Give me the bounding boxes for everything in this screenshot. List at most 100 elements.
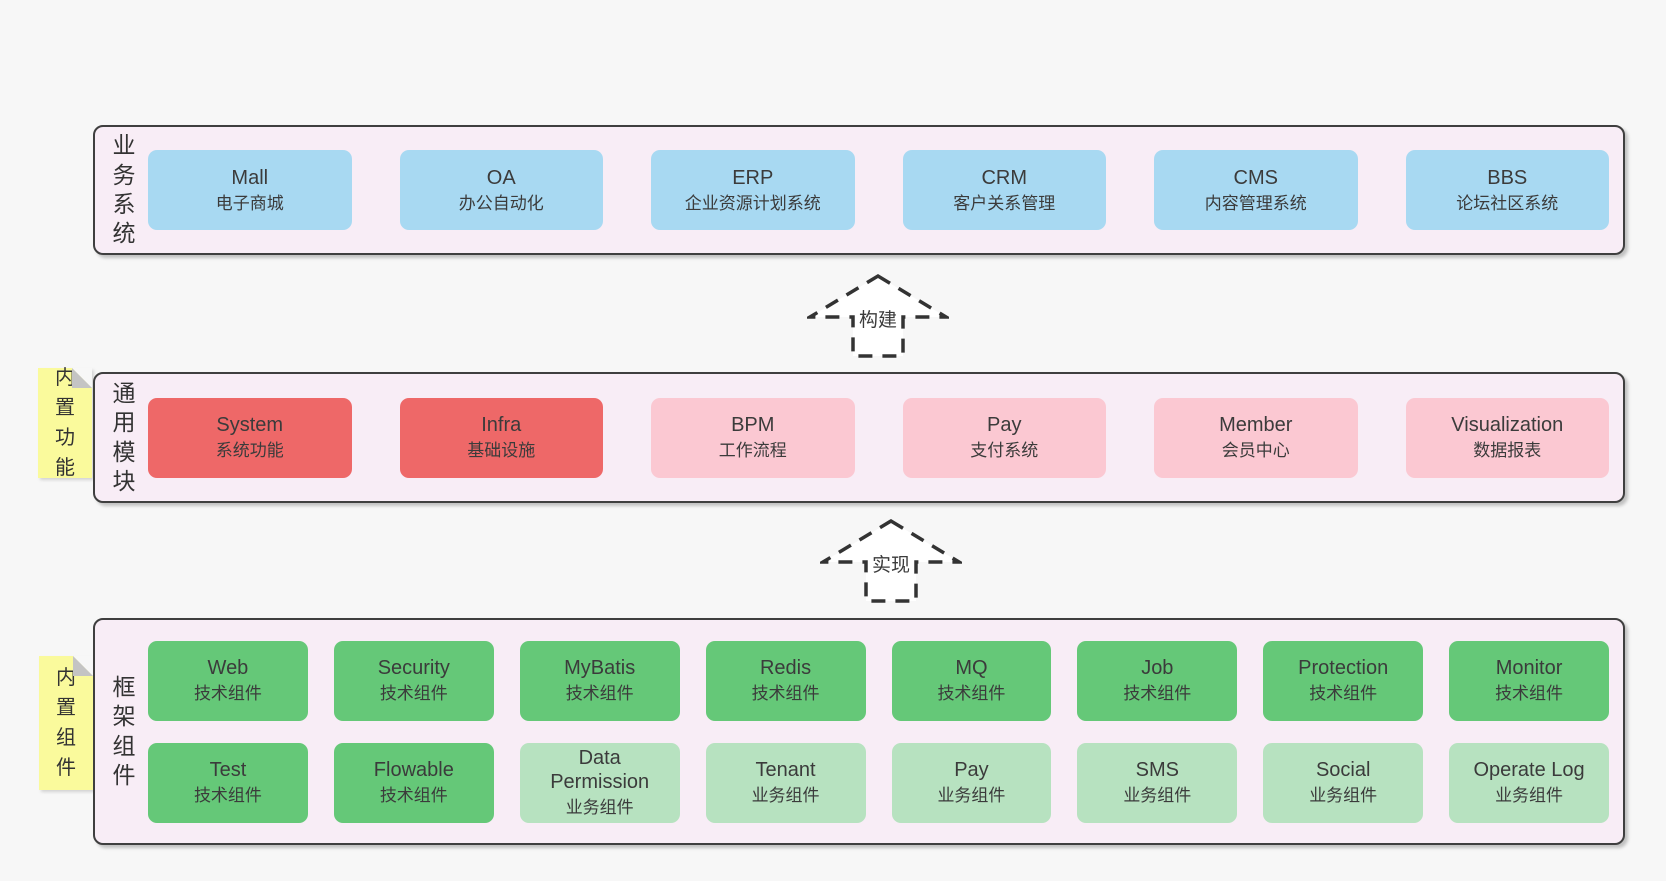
box-name: CMS — [1233, 166, 1278, 189]
box-name: Job — [1141, 657, 1174, 680]
common-modules-layer: 通用模块 System 系统功能 Infra 基础设施 BPM 工作流程 Pay… — [93, 372, 1625, 503]
box-subtitle: 业务组件 — [1495, 786, 1564, 806]
box-name: Pay — [954, 759, 989, 782]
box-name: Social — [1315, 759, 1371, 782]
box-subtitle: 论坛社区系统 — [1456, 193, 1559, 213]
box-name: BBS — [1487, 166, 1528, 189]
box-infra: Infra 基础设施 — [399, 397, 603, 478]
box-protection: Protection 技术组件 — [1263, 640, 1424, 721]
box-security: Security 技术组件 — [333, 640, 494, 721]
box-name: MyBatis — [564, 657, 636, 680]
components-row-1: Web 技术组件 Security 技术组件 MyBatis 技术组件 Redi… — [148, 640, 1609, 721]
arrow-label: 构建 — [855, 309, 901, 333]
box-flowable: Flowable 技术组件 — [333, 742, 494, 823]
box-job: Job 技术组件 — [1077, 640, 1238, 721]
box-redis: Redis 技术组件 — [705, 640, 866, 721]
framework-components-rows: Web 技术组件 Security 技术组件 MyBatis 技术组件 Redi… — [140, 640, 1623, 823]
box-subtitle: 会员中心 — [1221, 441, 1290, 461]
arrow-label: 实现 — [868, 554, 914, 578]
box-name: Mall — [231, 166, 269, 189]
box-name: Web — [207, 657, 249, 680]
box-subtitle: 技术组件 — [751, 684, 820, 704]
sticky-note-builtin-features: 内置功能 — [38, 367, 92, 479]
box-name: Protection — [1298, 657, 1389, 680]
box-subtitle: 技术组件 — [379, 786, 448, 806]
box-subtitle: 客户关系管理 — [953, 193, 1056, 213]
framework-components-layer: 框架组件 Web 技术组件 Security 技术组件 MyBatis 技术组件… — [93, 618, 1625, 845]
box-bbs: BBS 论坛社区系统 — [1405, 150, 1609, 230]
box-mq: MQ 技术组件 — [891, 640, 1052, 721]
box-name: Tenant — [755, 759, 816, 782]
box-pay: Pay 支付系统 — [902, 397, 1106, 478]
box-subtitle: 业务组件 — [751, 786, 820, 806]
box-name: Security — [377, 657, 450, 680]
box-subtitle: 技术组件 — [1495, 684, 1564, 704]
box-oa: OA 办公自动化 — [399, 150, 603, 230]
sticky-note-label: 内置组件 — [56, 667, 76, 779]
box-subtitle: 技术组件 — [937, 684, 1006, 704]
box-name: CRM — [981, 166, 1028, 189]
box-visualization: Visualization 数据报表 — [1405, 397, 1609, 478]
box-subtitle: 企业资源计划系统 — [684, 193, 821, 213]
box-subtitle: 技术组件 — [565, 684, 634, 704]
sticky-note-builtin-components: 内置组件 — [39, 656, 93, 790]
box-name: Visualization — [1451, 414, 1564, 437]
box-subtitle: 支付系统 — [970, 441, 1039, 461]
box-cms: CMS 内容管理系统 — [1154, 150, 1358, 230]
box-subtitle: 内容管理系统 — [1204, 193, 1307, 213]
box-crm: CRM 客户关系管理 — [902, 150, 1106, 230]
box-name: System — [216, 414, 284, 437]
box-subtitle: 技术组件 — [193, 786, 262, 806]
box-name: ERP — [732, 166, 774, 189]
box-subtitle: 技术组件 — [379, 684, 448, 704]
box-name: Operate Log — [1473, 759, 1585, 782]
box-operate-log: Operate Log 业务组件 — [1449, 742, 1609, 823]
implement-arrow: 实现 — [820, 518, 962, 604]
box-name: Member — [1219, 414, 1293, 437]
box-test: Test 技术组件 — [148, 742, 308, 823]
box-subtitle: 电子商城 — [215, 193, 284, 213]
box-subtitle: 业务组件 — [1309, 786, 1378, 806]
layer-label-components: 框架组件 — [112, 673, 136, 788]
box-member: Member 会员中心 — [1154, 397, 1358, 478]
box-erp: ERP 企业资源计划系统 — [651, 150, 855, 230]
box-name: Test — [209, 759, 247, 782]
box-subtitle: 技术组件 — [193, 684, 262, 704]
box-web: Web 技术组件 — [148, 640, 308, 721]
box-name: OA — [486, 166, 516, 189]
box-pay-component: Pay 业务组件 — [891, 742, 1052, 823]
business-systems-layer: 业务系统 Mall 电子商城 OA 办公自动化 ERP 企业资源计划系统 CRM… — [93, 125, 1625, 255]
box-mall: Mall 电子商城 — [148, 150, 352, 230]
box-bpm: BPM 工作流程 — [651, 397, 855, 478]
box-name: BPM — [731, 414, 775, 437]
box-subtitle: 业务组件 — [565, 798, 634, 818]
box-subtitle: 技术组件 — [1123, 684, 1192, 704]
box-sms: SMS 业务组件 — [1077, 742, 1238, 823]
box-monitor: Monitor 技术组件 — [1449, 640, 1609, 721]
box-subtitle: 系统功能 — [215, 441, 284, 461]
box-subtitle: 办公自动化 — [458, 193, 544, 213]
box-subtitle: 技术组件 — [1309, 684, 1378, 704]
sticky-note-label: 内置功能 — [55, 367, 75, 479]
box-subtitle: 业务组件 — [937, 786, 1006, 806]
common-modules-row: System 系统功能 Infra 基础设施 BPM 工作流程 Pay 支付系统… — [140, 397, 1623, 478]
business-systems-row: Mall 电子商城 OA 办公自动化 ERP 企业资源计划系统 CRM 客户关系… — [140, 150, 1623, 230]
box-name: Monitor — [1495, 657, 1563, 680]
build-arrow: 构建 — [807, 273, 949, 359]
box-tenant: Tenant 业务组件 — [705, 742, 866, 823]
box-name: Flowable — [373, 759, 454, 782]
box-name: Data Permission — [550, 747, 650, 794]
components-row-2: Test 技术组件 Flowable 技术组件 Data Permission … — [148, 742, 1609, 823]
box-name: Pay — [987, 414, 1022, 437]
box-name: Infra — [481, 414, 522, 437]
box-data-permission: Data Permission 业务组件 — [519, 742, 680, 823]
box-subtitle: 基础设施 — [467, 441, 536, 461]
box-subtitle: 数据报表 — [1473, 441, 1542, 461]
box-subtitle: 工作流程 — [718, 441, 787, 461]
box-name: SMS — [1135, 759, 1179, 782]
box-name: Redis — [759, 657, 812, 680]
layer-label-modules: 通用模块 — [112, 379, 136, 494]
layer-label-business: 业务系统 — [112, 132, 136, 247]
box-name: MQ — [955, 657, 988, 680]
